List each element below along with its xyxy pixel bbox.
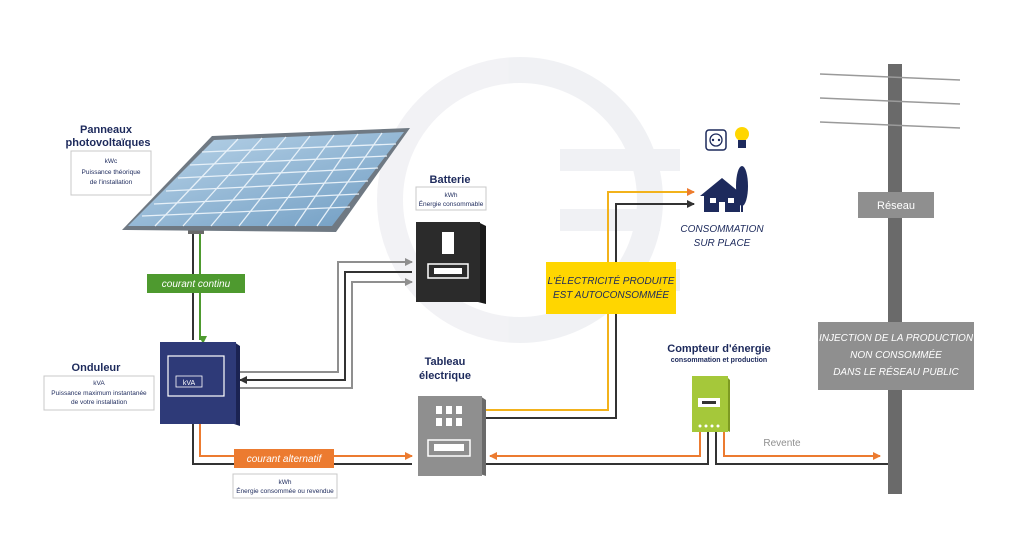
inverter-desc-2: de votre installation <box>71 399 127 406</box>
meter-subtitle: consommation et production <box>671 357 767 364</box>
panels-desc-2: de l'installation <box>90 179 133 186</box>
meter-title: Compteur d'énergie <box>667 343 770 355</box>
self-consumption-text-2: EST AUTOCONSOMMÉE <box>553 288 669 301</box>
wire-inverter-battery-grey-2 <box>240 278 413 389</box>
resale-label: Revente <box>763 438 801 449</box>
wire-battery-inverter-dark <box>239 271 412 384</box>
wire-meter-grid-orange <box>723 432 881 460</box>
house-icon <box>700 166 748 212</box>
inverter-unit: kVA <box>93 380 105 387</box>
inverter-desc: Puissance maximum instantanée <box>51 390 147 397</box>
consumption-label-2: SUR PLACE <box>694 238 751 249</box>
dc-current-label: courant continu <box>162 279 231 290</box>
inverter-device: kVA <box>160 342 240 426</box>
board-title-2: électrique <box>419 370 471 382</box>
wire-inverter-board-dark <box>192 424 412 465</box>
ac-current-label: courant alternatif <box>247 454 323 465</box>
dc-current-badge <box>147 274 245 293</box>
solar-panel <box>122 128 410 234</box>
panels-info-box <box>70 150 152 196</box>
ac-info-box <box>232 473 338 499</box>
utility-pole <box>819 64 961 494</box>
self-consumption-banner <box>546 262 676 314</box>
injection-text: INJECTION DE LA PRODUCTION <box>819 333 974 344</box>
ac-desc: Énergie consommée ou revendue <box>236 486 334 495</box>
injection-box <box>818 322 974 390</box>
electrical-board-device <box>418 396 486 476</box>
grid-label: Réseau <box>877 200 915 212</box>
ac-unit: kWh <box>279 479 292 486</box>
board-title: Tableau <box>425 356 466 368</box>
energy-meter-device <box>692 376 730 432</box>
self-consumption-text: L'ÉLECTRICITÉ PRODUITE <box>548 274 675 287</box>
socket-icon <box>705 129 727 151</box>
battery-title: Batterie <box>430 174 471 186</box>
wire-meter-grid-dark <box>715 432 888 465</box>
light-bulb-icon <box>735 127 749 148</box>
consumption-label: CONSOMMATION <box>680 224 764 235</box>
battery-device <box>416 222 486 304</box>
panels-title: Panneaux <box>80 124 133 136</box>
inverter-info-box <box>43 375 155 411</box>
grid-badge <box>858 192 934 218</box>
wire-inverter-board-orange <box>199 424 413 460</box>
battery-info-box <box>415 186 487 211</box>
wire-meter-board-orange <box>489 432 701 460</box>
battery-unit: kWh <box>445 192 458 199</box>
battery-desc: Énergie consommable <box>419 199 484 208</box>
panels-unit: kWc <box>105 158 118 165</box>
injection-text-3: DANS LE RÉSEAU PUBLIC <box>833 365 959 378</box>
inverter-screen-label: kVA <box>183 380 196 387</box>
panels-title-2: photovoltaïques <box>66 137 151 149</box>
inverter-title: Onduleur <box>72 362 122 374</box>
wire-meter-board-dark <box>486 432 709 465</box>
injection-text-2: NON CONSOMMÉE <box>850 348 942 361</box>
wire-inverter-battery-grey <box>240 258 413 373</box>
panels-desc: Puissance théorique <box>82 169 141 176</box>
ac-current-badge <box>234 449 334 468</box>
